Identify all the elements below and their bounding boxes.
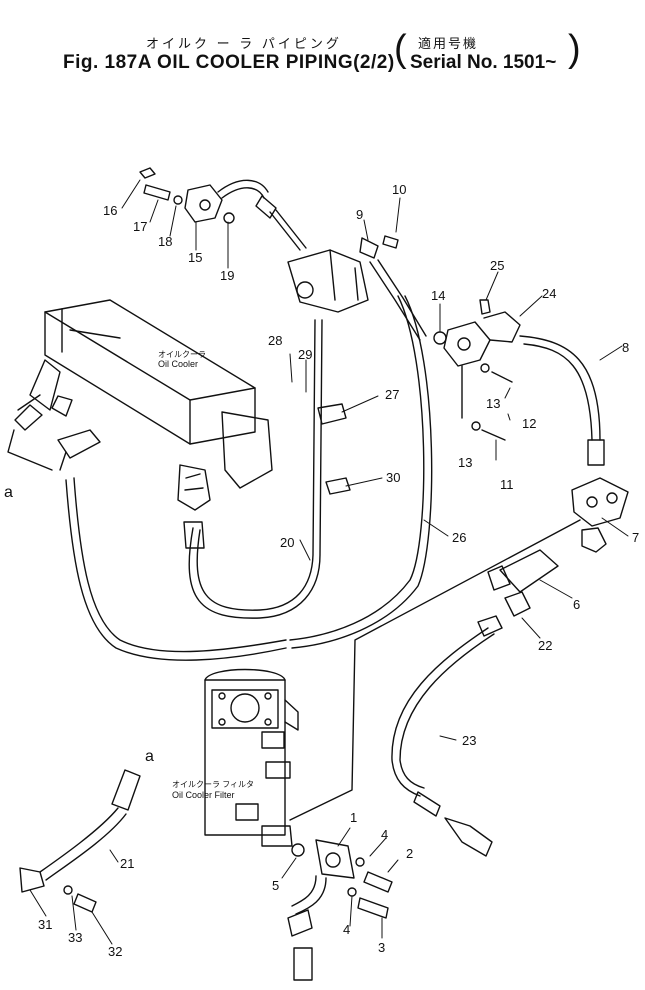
callout-26: 26 [452,530,467,545]
callout-32: 32 [108,944,123,959]
callout-29: 29 [298,347,313,362]
oil-cooler-filter [204,668,305,857]
callout-13b: 13 [458,455,473,470]
oil-cooler [14,299,273,511]
callout-6: 6 [573,597,581,612]
reference-a-bottom: a [145,748,154,765]
callout-24: 24 [542,286,557,301]
figure-title: Fig. 187A OIL COOLER PIPING(2/2) [63,52,395,73]
flange-assembly-15 [139,167,307,251]
callout-12: 12 [522,416,537,431]
valve-block [287,235,427,341]
callout-7: 7 [632,530,640,545]
hose-20 [183,319,323,619]
callout-9: 9 [356,207,364,222]
callout-30: 30 [386,470,401,485]
close-paren: ) [568,28,581,70]
callout-13a: 13 [486,396,501,411]
callout-27: 27 [385,387,400,402]
oil-cooler-label: Oil Cooler [158,359,199,369]
callout-11: 11 [500,477,514,492]
callout-21: 21 [120,856,135,871]
elbow-assembly-1 [287,839,393,981]
clamp-27 [317,403,351,495]
callout-2: 2 [406,846,414,861]
callout-17: 17 [133,219,148,234]
callout-3: 3 [378,940,386,955]
callout-16: 16 [103,203,118,218]
fitting-24 [433,299,521,441]
callout-25: 25 [490,258,505,273]
ref-leader-a-top [7,429,53,471]
leader-line [289,519,581,821]
callout-22: 22 [538,638,553,653]
hose-8 [519,335,605,466]
oil-cooler-filter-label: Oil Cooler Filter [172,790,235,800]
oil-cooler-filter-label-jp: オイルクーラ フィルタ [172,780,255,789]
callout-10: 10 [392,182,407,197]
callout-28: 28 [268,333,283,348]
callout-33: 33 [68,930,83,945]
callout-1: 1 [350,810,358,825]
callout-5: 5 [272,878,280,893]
hose-21 [19,769,141,913]
callout-23: 23 [462,733,477,748]
open-paren: ( [394,28,407,70]
hose-26 [65,295,433,661]
callout-14: 14 [431,288,446,303]
callout-8: 8 [622,340,630,355]
serial-number: Serial No. 1501~ [410,52,557,73]
title-japanese: オイルク ー ラ パイピング [146,36,342,51]
callout-31: 31 [38,917,53,932]
manifold-7 [571,477,629,553]
hose-23 [391,615,503,857]
callout-18: 18 [158,234,173,249]
callout-leaders [29,179,629,945]
reference-a-top: a [4,484,13,501]
callout-19: 19 [220,268,235,283]
serial-japanese: 適用号機 [418,36,479,51]
callout-20: 20 [280,535,295,550]
adapter-6 [487,549,559,617]
callout-15: 15 [188,250,203,265]
oil-cooler-label-jp: オイルクーラ [158,350,206,359]
callout-4a: 4 [381,827,389,842]
callout-4b: 4 [343,922,351,937]
